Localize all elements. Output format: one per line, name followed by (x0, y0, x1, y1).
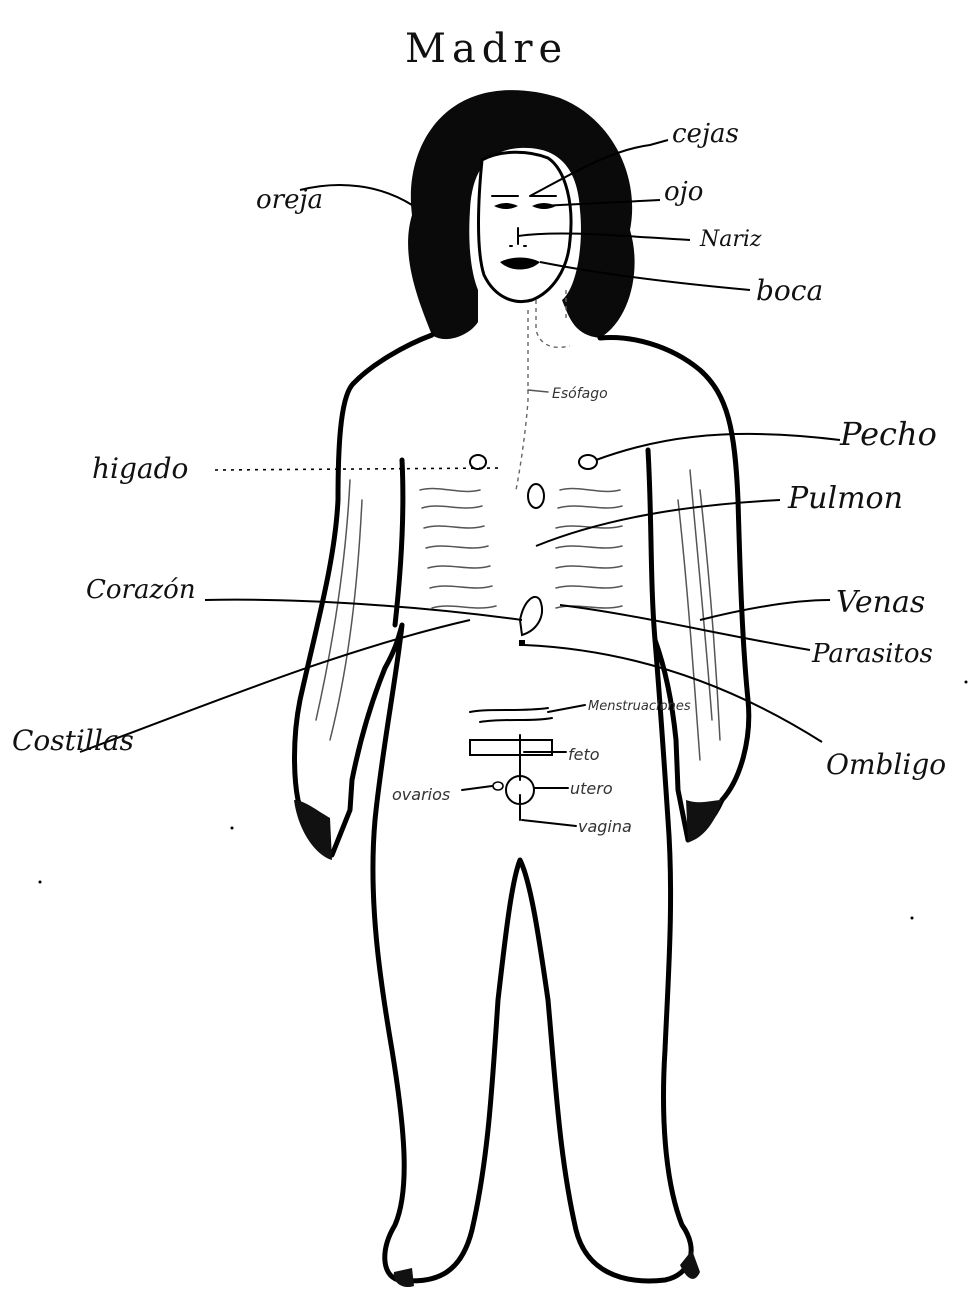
label-cejas: cejas (672, 119, 739, 149)
breast-left (470, 455, 486, 469)
leader-menstruaciones (548, 705, 585, 712)
right-arm-inner-line (648, 450, 655, 640)
leader-higado (215, 468, 500, 470)
left-hand (294, 800, 332, 860)
reproductive-sketch (470, 708, 552, 820)
right-hand (686, 800, 722, 842)
face (479, 152, 572, 301)
ribs (420, 489, 622, 608)
stray-dot (231, 827, 234, 830)
label-feto: feto (568, 745, 600, 764)
leader-corazon (205, 600, 522, 620)
stray-dot (965, 681, 968, 684)
label-higado: higado (92, 452, 188, 485)
label-nariz: Nariz (699, 227, 762, 252)
label-menstruaciones: Menstruaciones (588, 699, 691, 714)
label-vagina: vagina (578, 817, 632, 836)
right-foot (680, 1250, 700, 1279)
label-esofago: Esófago (552, 386, 608, 402)
heart-shape (520, 597, 542, 635)
diagram-title: Madre (405, 26, 568, 72)
leader-pecho (596, 434, 840, 460)
leader-ovarios (462, 786, 492, 790)
leader-parasitos (560, 605, 810, 650)
left-arm-inner-line (395, 460, 403, 625)
leader-boca (540, 262, 750, 290)
label-ovarios: ovarios (392, 785, 450, 804)
ovary-left (493, 782, 503, 790)
label-ombligo: Ombligo (826, 748, 946, 781)
esophagus (516, 310, 528, 490)
leader-vagina (522, 820, 576, 826)
label-utero: utero (570, 779, 613, 798)
label-parasitos: Parasitos (811, 639, 933, 669)
label-venas: Venas (836, 585, 925, 620)
label-ojo: ojo (664, 177, 703, 207)
leader-esofago (528, 390, 548, 392)
body-outline (295, 335, 749, 1281)
label-pecho: Pecho (839, 415, 937, 453)
label-corazon: Corazón (86, 575, 196, 605)
label-boca: boca (756, 274, 823, 307)
breast-right (579, 455, 597, 469)
leader-costillas (80, 620, 470, 752)
label-pulmon: Pulmon (787, 481, 903, 516)
stray-dot (911, 917, 914, 920)
stray-dot (39, 881, 42, 884)
leader-venas (700, 600, 830, 620)
label-costillas: Costillas (12, 724, 134, 757)
label-oreja: oreja (256, 185, 323, 215)
lung-shape (528, 484, 544, 508)
left-foot (394, 1268, 414, 1287)
